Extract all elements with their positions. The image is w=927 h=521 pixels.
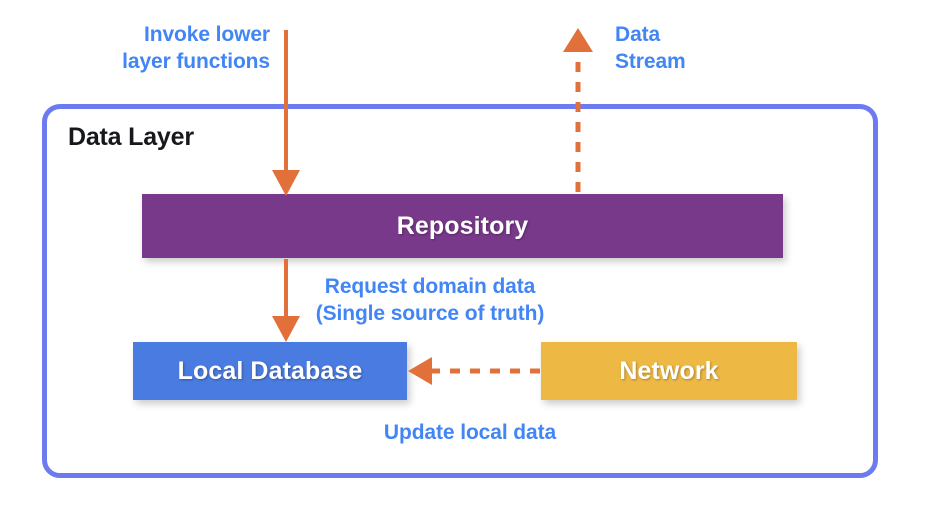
annotation-data-stream: Data Stream [615, 23, 686, 73]
data-layer-title: Data Layer [68, 123, 194, 151]
annotation-update-local-data: Update local data [383, 421, 557, 444]
node-network[interactable]: Network [541, 342, 797, 400]
node-local-database[interactable]: Local Database [133, 342, 407, 400]
annotation-request-domain-data: Request domain data (Single source of tr… [315, 275, 545, 325]
node-repository[interactable]: Repository [142, 194, 783, 258]
data-layer-container [42, 104, 878, 478]
annotation-invoke-lower-layer-functions: Invoke lower layer functions [122, 23, 270, 73]
